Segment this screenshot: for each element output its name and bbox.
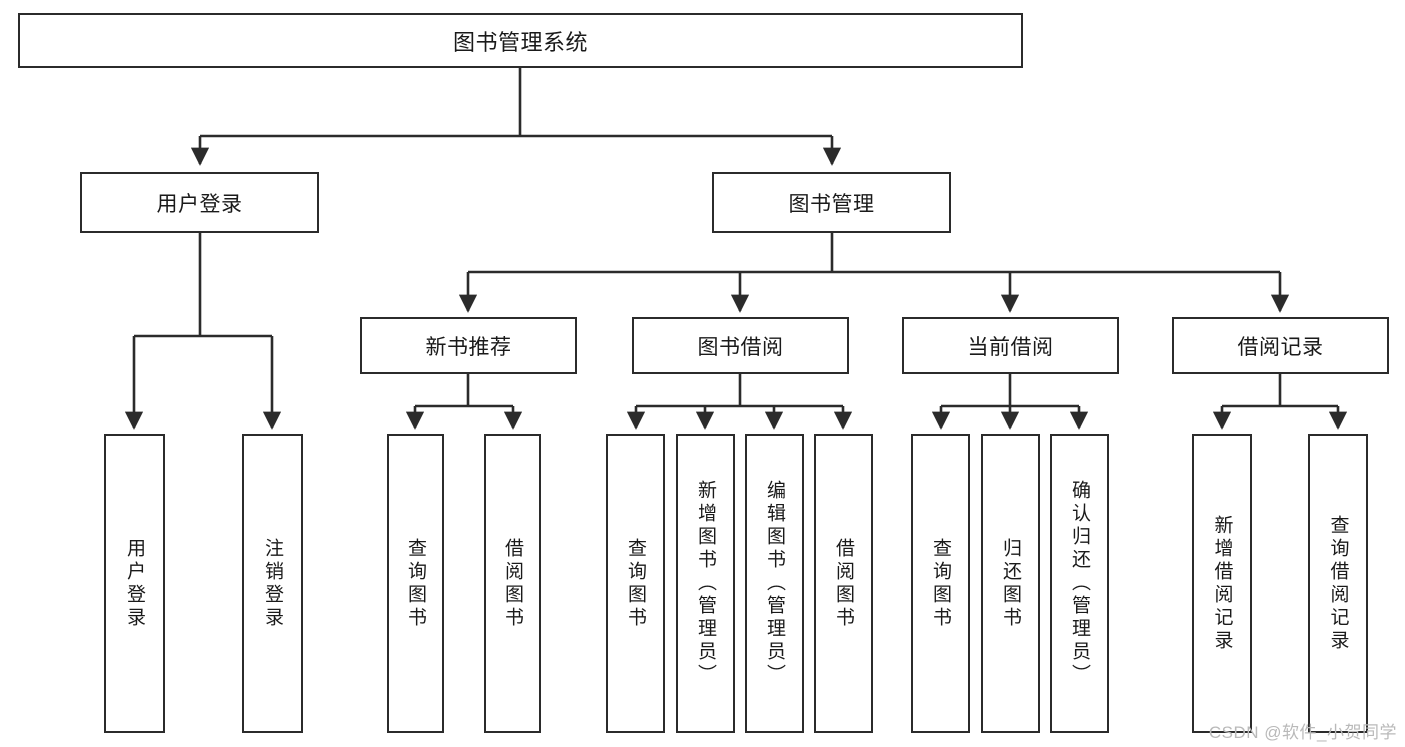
node-leaf-bb-query-book-label: 查询图书 xyxy=(625,537,646,630)
node-user-login[interactable]: 用户登录 xyxy=(80,172,319,233)
node-leaf-nb-query-book-label: 查询图书 xyxy=(405,537,426,630)
node-leaf-br-query-record-label: 查询借阅记录 xyxy=(1327,514,1349,653)
node-root-system[interactable]: 图书管理系统 xyxy=(18,13,1023,68)
node-borrow-record-label: 借阅记录 xyxy=(1237,335,1324,359)
node-leaf-logout-label: 注销登录 xyxy=(262,537,283,630)
node-current-borrow-label: 当前借阅 xyxy=(967,335,1054,359)
node-leaf-cb-confirm-return-label: 确认归还（管理员） xyxy=(1069,480,1090,687)
watermark: CSDN @软件_小贺同学 xyxy=(1208,723,1397,742)
node-book-manage[interactable]: 图书管理 xyxy=(712,172,951,233)
node-new-book-recommend-label: 新书推荐 xyxy=(425,335,512,359)
node-leaf-br-add-record-label: 新增借阅记录 xyxy=(1211,514,1233,653)
node-leaf-nb-borrow-book-label: 借阅图书 xyxy=(502,537,523,630)
node-user-login-label: 用户登录 xyxy=(156,192,243,216)
node-leaf-bb-edit-book[interactable]: 编辑图书（管理员） xyxy=(745,434,804,733)
node-book-borrow[interactable]: 图书借阅 xyxy=(632,317,849,374)
node-leaf-nb-borrow-book[interactable]: 借阅图书 xyxy=(484,434,541,733)
node-leaf-bb-borrow-book[interactable]: 借阅图书 xyxy=(814,434,873,733)
node-book-borrow-label: 图书借阅 xyxy=(697,335,784,359)
node-leaf-bb-edit-book-label: 编辑图书（管理员） xyxy=(764,480,785,687)
node-leaf-logout[interactable]: 注销登录 xyxy=(242,434,303,733)
node-leaf-cb-return-book[interactable]: 归还图书 xyxy=(981,434,1040,733)
node-leaf-cb-query-book[interactable]: 查询图书 xyxy=(911,434,970,733)
node-leaf-user-login[interactable]: 用户登录 xyxy=(104,434,165,733)
node-leaf-user-login-label: 用户登录 xyxy=(124,537,145,630)
node-leaf-cb-query-book-label: 查询图书 xyxy=(930,537,951,630)
node-leaf-br-add-record[interactable]: 新增借阅记录 xyxy=(1192,434,1252,733)
node-leaf-bb-add-book-label: 新增图书（管理员） xyxy=(695,480,716,687)
node-leaf-bb-borrow-book-label: 借阅图书 xyxy=(833,537,854,630)
node-current-borrow[interactable]: 当前借阅 xyxy=(902,317,1119,374)
node-leaf-cb-confirm-return[interactable]: 确认归还（管理员） xyxy=(1050,434,1109,733)
node-root-system-label: 图书管理系统 xyxy=(452,29,588,55)
node-book-manage-label: 图书管理 xyxy=(788,192,875,216)
node-borrow-record[interactable]: 借阅记录 xyxy=(1172,317,1389,374)
node-new-book-recommend[interactable]: 新书推荐 xyxy=(360,317,577,374)
node-leaf-nb-query-book[interactable]: 查询图书 xyxy=(387,434,444,733)
node-leaf-cb-return-book-label: 归还图书 xyxy=(1000,537,1021,630)
node-leaf-br-query-record[interactable]: 查询借阅记录 xyxy=(1308,434,1368,733)
node-leaf-bb-add-book[interactable]: 新增图书（管理员） xyxy=(676,434,735,733)
node-leaf-bb-query-book[interactable]: 查询图书 xyxy=(606,434,665,733)
